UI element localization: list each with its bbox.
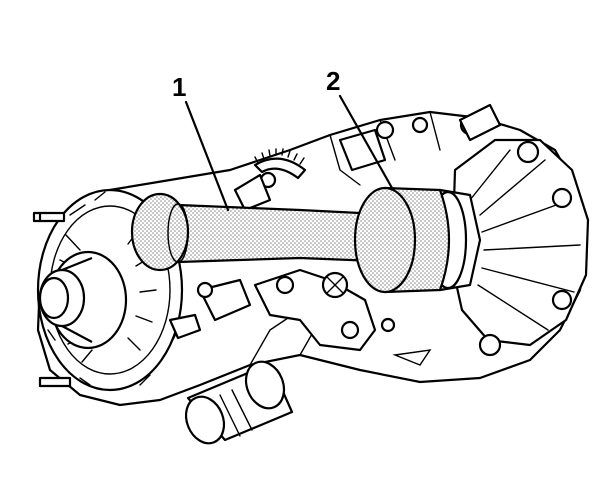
bell-housing — [450, 114, 590, 357]
top-brackets — [338, 103, 502, 172]
tool-sleeve — [353, 186, 482, 294]
callout-2-leader — [338, 94, 394, 190]
callout-1-label: 1 — [172, 72, 186, 102]
cylinder-part — [184, 360, 294, 445]
gear-sector — [233, 148, 307, 212]
tool-collar — [130, 192, 190, 272]
callout-1: 1 — [172, 72, 230, 212]
callout-2-label: 2 — [326, 66, 340, 96]
linkage — [168, 268, 432, 366]
callout-2: 2 — [326, 66, 394, 190]
callout-1-leader — [184, 100, 230, 212]
